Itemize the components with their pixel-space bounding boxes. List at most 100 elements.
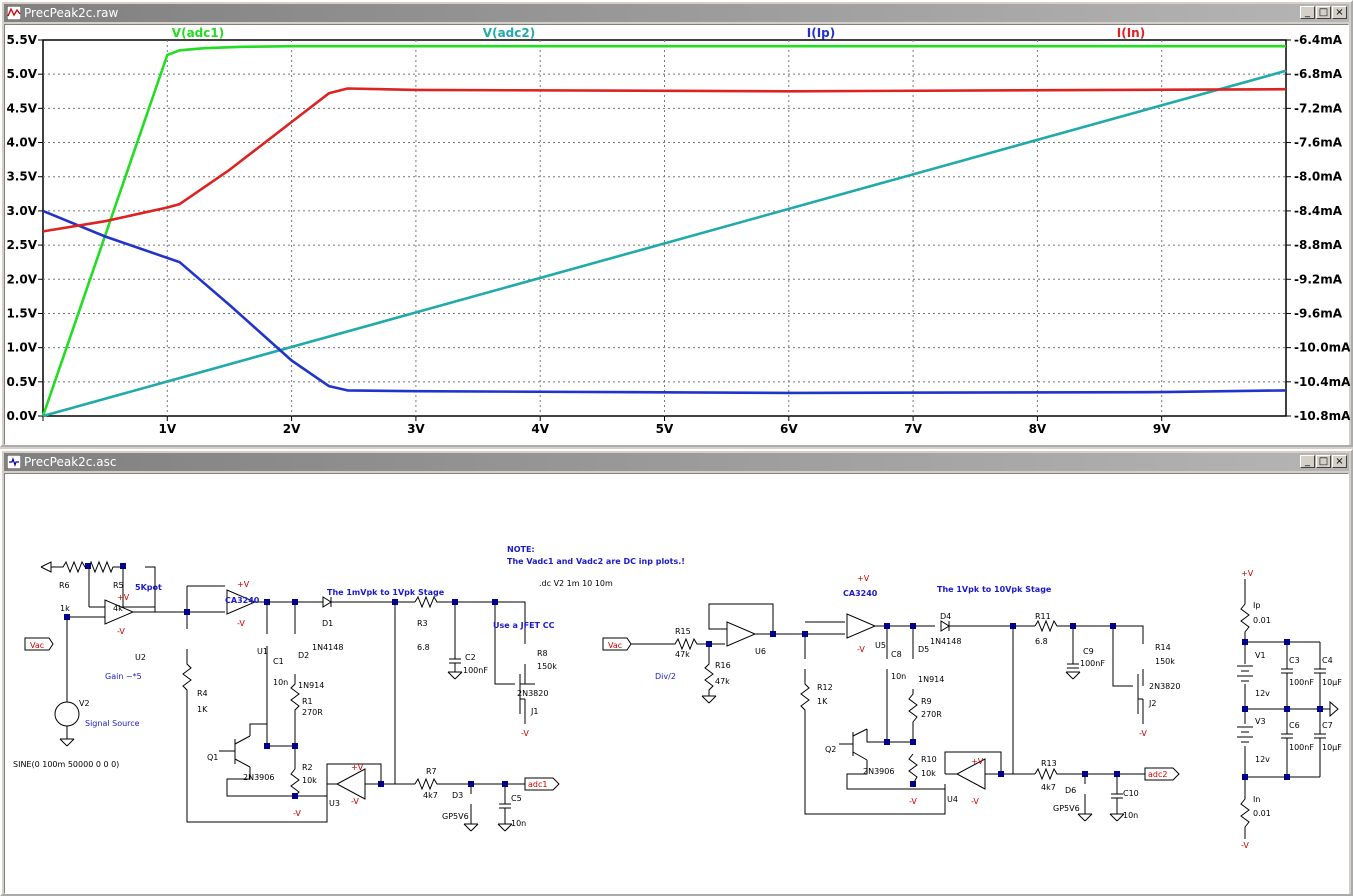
- svg-text:C8: C8: [891, 650, 902, 659]
- svg-text:In: In: [1253, 795, 1260, 804]
- svg-text:Ip: Ip: [1253, 601, 1260, 610]
- svg-text:C10: C10: [1123, 789, 1139, 798]
- dc-command: .dc V2 1m 10 10m: [539, 579, 613, 588]
- svg-text:C7: C7: [1322, 721, 1333, 730]
- svg-text:Q2: Q2: [825, 745, 836, 754]
- svg-text:+V: +V: [1241, 569, 1254, 578]
- svg-text:R6: R6: [59, 581, 70, 590]
- svg-text:12v: 12v: [1255, 755, 1270, 764]
- close-button[interactable]: ×: [1332, 6, 1347, 19]
- svg-text:C6: C6: [1289, 721, 1300, 730]
- left-y-tick-label: 3.5V: [6, 170, 37, 184]
- svg-text:adc1: adc1: [528, 780, 547, 789]
- left-y-tick-label: 2.0V: [6, 272, 37, 286]
- svg-text:+V: +V: [351, 763, 364, 772]
- trace-v-adc2-: [42, 69, 1287, 418]
- svg-text:C9: C9: [1083, 647, 1094, 656]
- schematic-pane[interactable]: Vac Vac adc1 adc2 NOTE: The Vadc1 and Va…: [4, 473, 1349, 894]
- svg-text:150k: 150k: [537, 662, 557, 671]
- svg-text:R2: R2: [302, 763, 313, 772]
- trace-v-adc1-: [41, 44, 1286, 417]
- left-y-tick-label: 1.5V: [6, 306, 37, 320]
- svg-text:150k: 150k: [1155, 657, 1175, 666]
- svg-text:10n: 10n: [273, 678, 288, 687]
- jfet-note: Use a JFET CC: [493, 621, 555, 630]
- minimize-button[interactable]: _: [1300, 6, 1315, 19]
- svg-text:2N3906: 2N3906: [243, 773, 274, 782]
- svg-text:4k7: 4k7: [423, 791, 438, 800]
- plot-frame: [42, 39, 1287, 417]
- maximize-button[interactable]: □: [1316, 455, 1331, 468]
- svg-text:0.01: 0.01: [1253, 809, 1271, 818]
- svg-text:10k: 10k: [302, 776, 317, 785]
- svg-text:+V: +V: [117, 593, 130, 602]
- svg-text:C2: C2: [465, 653, 476, 662]
- minimize-button[interactable]: _: [1300, 455, 1315, 468]
- svg-text:-V: -V: [971, 797, 979, 806]
- svg-text:+V: +V: [857, 574, 870, 583]
- x-tick-label: 6V: [780, 422, 798, 436]
- gain-label: Gain ~*5: [105, 672, 142, 681]
- svg-text:U6: U6: [755, 647, 766, 656]
- svg-text:R1: R1: [302, 697, 313, 706]
- svg-text:U4: U4: [947, 795, 958, 804]
- trace-i-in-: [42, 87, 1287, 233]
- svg-text:2N3820: 2N3820: [517, 689, 548, 698]
- plot-titlebar[interactable]: PrecPeak2c.raw _□×: [4, 4, 1349, 22]
- pot-label: 5Kpot: [135, 583, 162, 592]
- legend-v-adc2-: V(adc2): [483, 26, 535, 40]
- waveform-icon: [7, 6, 21, 20]
- svg-text:270R: 270R: [302, 708, 323, 717]
- svg-text:-V: -V: [909, 797, 917, 806]
- right-y-tick-label: -8.4mA: [1294, 204, 1343, 218]
- svg-text:10n: 10n: [511, 819, 526, 828]
- svg-text:-V: -V: [293, 809, 301, 818]
- svg-text:R16: R16: [715, 661, 731, 670]
- svg-text:12v: 12v: [1255, 689, 1270, 698]
- right-y-tick-label: -9.6mA: [1294, 306, 1343, 320]
- svg-text:R9: R9: [921, 697, 932, 706]
- right-y-tick-label: -10.4mA: [1294, 375, 1350, 389]
- left-y-tick-label: 2.5V: [6, 238, 37, 252]
- svg-text:R11: R11: [1035, 612, 1051, 621]
- svg-text:C3: C3: [1289, 656, 1300, 665]
- svg-text:R3: R3: [417, 619, 428, 628]
- svg-text:J2: J2: [1148, 699, 1156, 708]
- svg-text:GP5V6: GP5V6: [1053, 804, 1080, 813]
- net-label-adc1: adc1: [524, 777, 560, 791]
- left-y-tick-label: 0.0V: [6, 409, 37, 423]
- svg-text:R14: R14: [1155, 643, 1171, 652]
- schematic-canvas[interactable]: Vac Vac adc1 adc2 NOTE: The Vadc1 and Va…: [5, 474, 1350, 893]
- svg-text:6.8: 6.8: [417, 643, 430, 652]
- svg-text:Vac: Vac: [30, 641, 44, 650]
- net-label-adc2: adc2: [1144, 767, 1180, 781]
- svg-text:V3: V3: [1255, 717, 1266, 726]
- svg-text:1N914: 1N914: [298, 681, 324, 690]
- svg-text:Q1: Q1: [207, 753, 218, 762]
- close-button[interactable]: ×: [1332, 455, 1347, 468]
- svg-text:U1: U1: [257, 647, 268, 656]
- right-y-tick-label: -6.4mA: [1294, 33, 1343, 47]
- svg-text:1N4148: 1N4148: [312, 643, 343, 652]
- sine-spec: SINE(0 100m 50000 0 0 0): [13, 760, 119, 769]
- svg-text:10µF: 10µF: [1322, 678, 1342, 687]
- left-y-tick-label: 3.0V: [6, 204, 37, 218]
- svg-text:U3: U3: [329, 799, 340, 808]
- stage1-title: The 1mVpk to 1Vpk Stage: [327, 588, 445, 597]
- svg-text:-V: -V: [237, 619, 245, 628]
- net-label-vac1: Vac: [24, 637, 54, 651]
- schematic-titlebar[interactable]: PrecPeak2c.asc _□×: [4, 453, 1349, 471]
- maximize-button[interactable]: □: [1316, 6, 1331, 19]
- right-y-tick-label: -6.8mA: [1294, 67, 1343, 81]
- svg-text:R5: R5: [113, 581, 124, 590]
- right-y-tick-label: -7.6mA: [1294, 136, 1343, 150]
- svg-text:47k: 47k: [715, 677, 730, 686]
- svg-text:U5: U5: [875, 641, 886, 650]
- svg-text:R4: R4: [197, 689, 208, 698]
- legend-i-in-: I(In): [1117, 26, 1145, 40]
- right-y-tick-label: -7.2mA: [1294, 101, 1343, 115]
- svg-text:-V: -V: [1241, 841, 1249, 850]
